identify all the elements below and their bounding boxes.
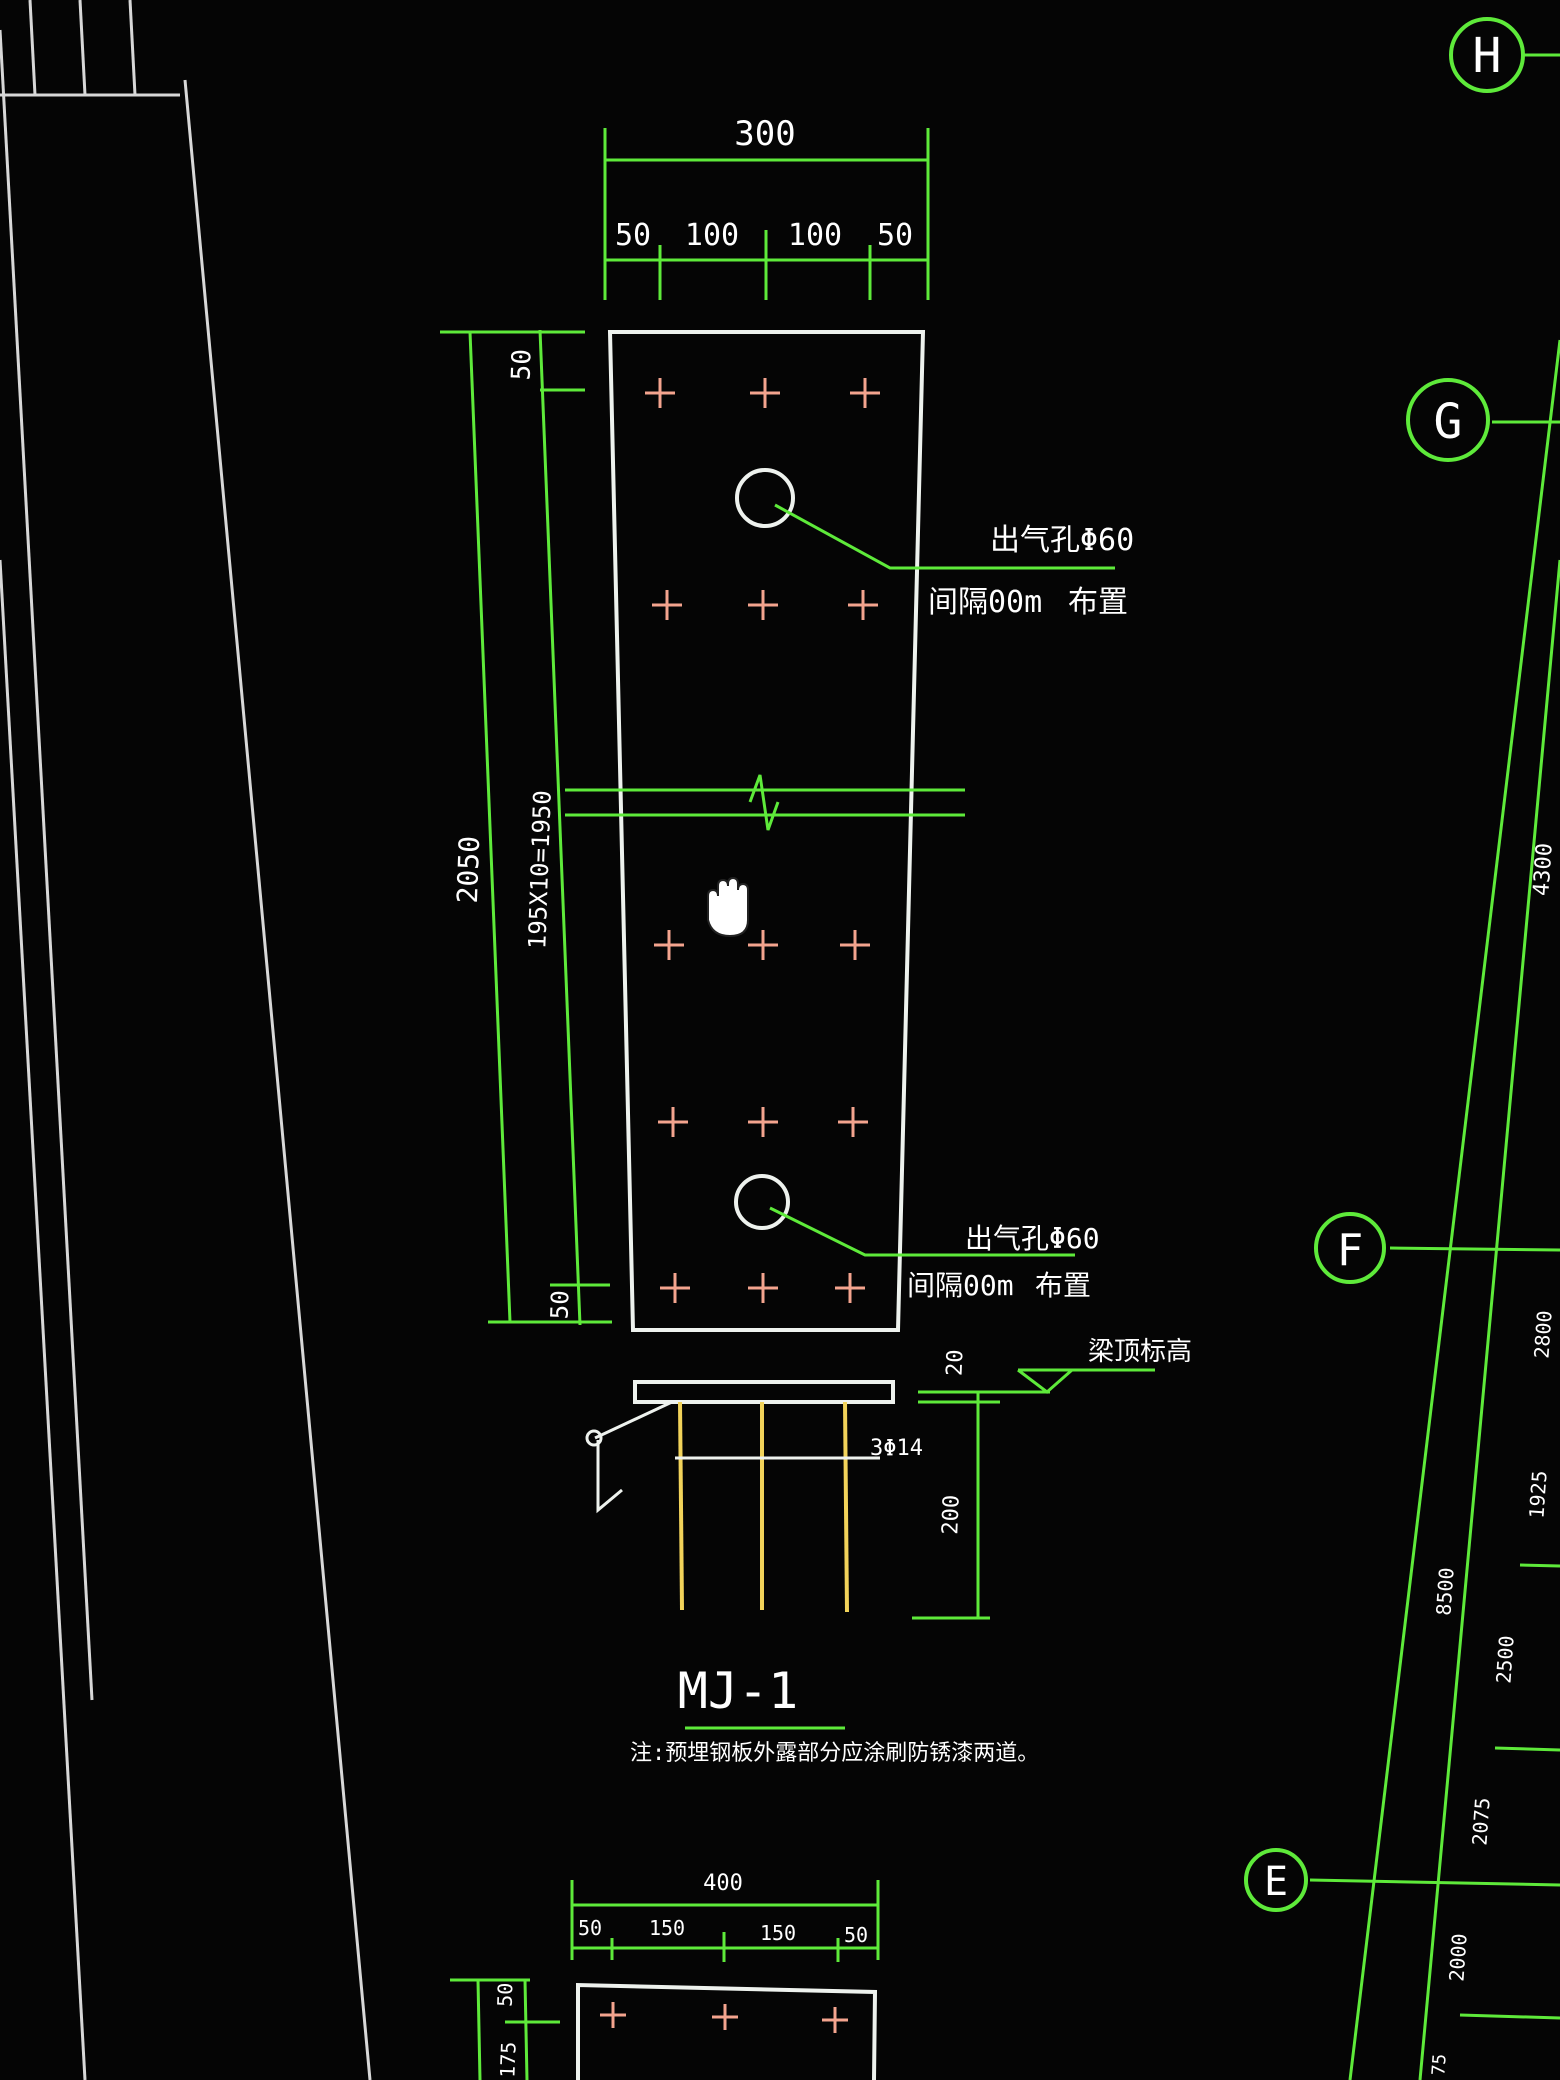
plate2-dim-seg-1: 50 — [578, 1916, 602, 1940]
plate2-dim-seg-3: 150 — [760, 1921, 796, 1945]
axis-label-h: H — [1473, 28, 1502, 84]
dim-total-width: 300 — [734, 114, 795, 154]
top-dimension-block: 300 50 100 100 50 — [603, 114, 930, 300]
left-dimension-block: 2050 195X10=1950 50 50 — [440, 329, 612, 1326]
vent-hole-top — [735, 468, 1115, 570]
dim-top-edge: 50 — [506, 349, 537, 381]
plate2-dim-left-a: 50 — [493, 1982, 518, 2007]
bolt-row-1 — [645, 378, 880, 408]
axis-dim-5: 2500 — [1491, 1635, 1518, 1685]
axis-dim-2: 2800 — [1529, 1310, 1556, 1360]
dim-20: 20 — [943, 1349, 969, 1376]
dim-seg-1: 50 — [615, 218, 651, 253]
axis-dim-3: 1925 — [1524, 1470, 1551, 1520]
plate-title: MJ-1 — [678, 1662, 798, 1720]
bolt-row-2 — [652, 590, 878, 620]
dim-spacing: 195X10=1950 — [523, 790, 557, 950]
dim-seg-2: 100 — [685, 218, 739, 253]
plate2-dim-seg-2: 150 — [649, 1916, 685, 1940]
plate2-dim-total: 400 — [703, 1871, 743, 1896]
axis-dim-7: 2000 — [1444, 1933, 1471, 1983]
bolt-row-5 — [660, 1273, 865, 1303]
plate2-dim-left-b: 175 — [495, 2041, 520, 2078]
anchor-bar-label: 3Φ14 — [870, 1436, 923, 1461]
axis-grid: H G F E 4300 2800 1925 8500 2500 2075 20… — [1244, 17, 1560, 2080]
axis-dim-6: 2075 — [1467, 1797, 1494, 1847]
vent-note-top-line1: 出气孔Φ60 — [990, 523, 1134, 558]
axis-bubble-f[interactable]: F — [1314, 1212, 1386, 1284]
vent-note-bottom-line1: 出气孔Φ60 — [965, 1222, 1100, 1255]
axis-dim-4: 8500 — [1431, 1567, 1458, 1617]
vent-hole-bottom — [734, 1174, 1075, 1257]
axis-label-g: G — [1434, 394, 1463, 450]
dim-seg-4: 50 — [877, 218, 913, 253]
bolt-row-3 — [654, 930, 870, 960]
axis-bubble-h[interactable]: H — [1449, 17, 1525, 93]
axis-dim-8: 75 — [1428, 2053, 1450, 2076]
vent-note-bottom-line2: 间隔00m — [907, 1269, 1014, 1302]
embedded-plate-mj1[interactable] — [565, 330, 965, 1332]
bolt-row-4 — [658, 1107, 868, 1137]
axis-dim-1: 4300 — [1529, 842, 1558, 897]
embedded-plate-2[interactable]: 400 50 150 150 50 50 175 — [450, 1871, 880, 2080]
bolt-holes — [645, 378, 880, 1303]
axis-bubble-e[interactable]: E — [1244, 1848, 1308, 1912]
vent-note-top-line3: 布置 — [1068, 585, 1128, 620]
plate2-dim-seg-4: 50 — [844, 1923, 868, 1947]
hand-pan-icon — [707, 876, 749, 938]
axis-label-f: F — [1337, 1225, 1364, 1276]
drawing-frame-lines — [0, 0, 372, 2080]
dim-seg-3: 100 — [788, 218, 842, 253]
plate-section-view: 梁顶标高 20 200 3Φ14 — [585, 1337, 1192, 1620]
elevation-label: 梁顶标高 — [1088, 1337, 1192, 1367]
dim-overall-height: 2050 — [451, 835, 486, 904]
dim-200: 200 — [938, 1494, 964, 1535]
vent-note-bottom-line3: 布置 — [1035, 1269, 1091, 1302]
axis-bubble-g[interactable]: G — [1406, 378, 1490, 462]
plate-note: 注:预埋钢板外露部分应涂刷防锈漆两道。 — [630, 1741, 1039, 1766]
axis-label-e: E — [1264, 1859, 1288, 1905]
dim-bottom-edge: 50 — [546, 1290, 575, 1320]
vent-note-top-line2: 间隔00m — [928, 585, 1042, 620]
